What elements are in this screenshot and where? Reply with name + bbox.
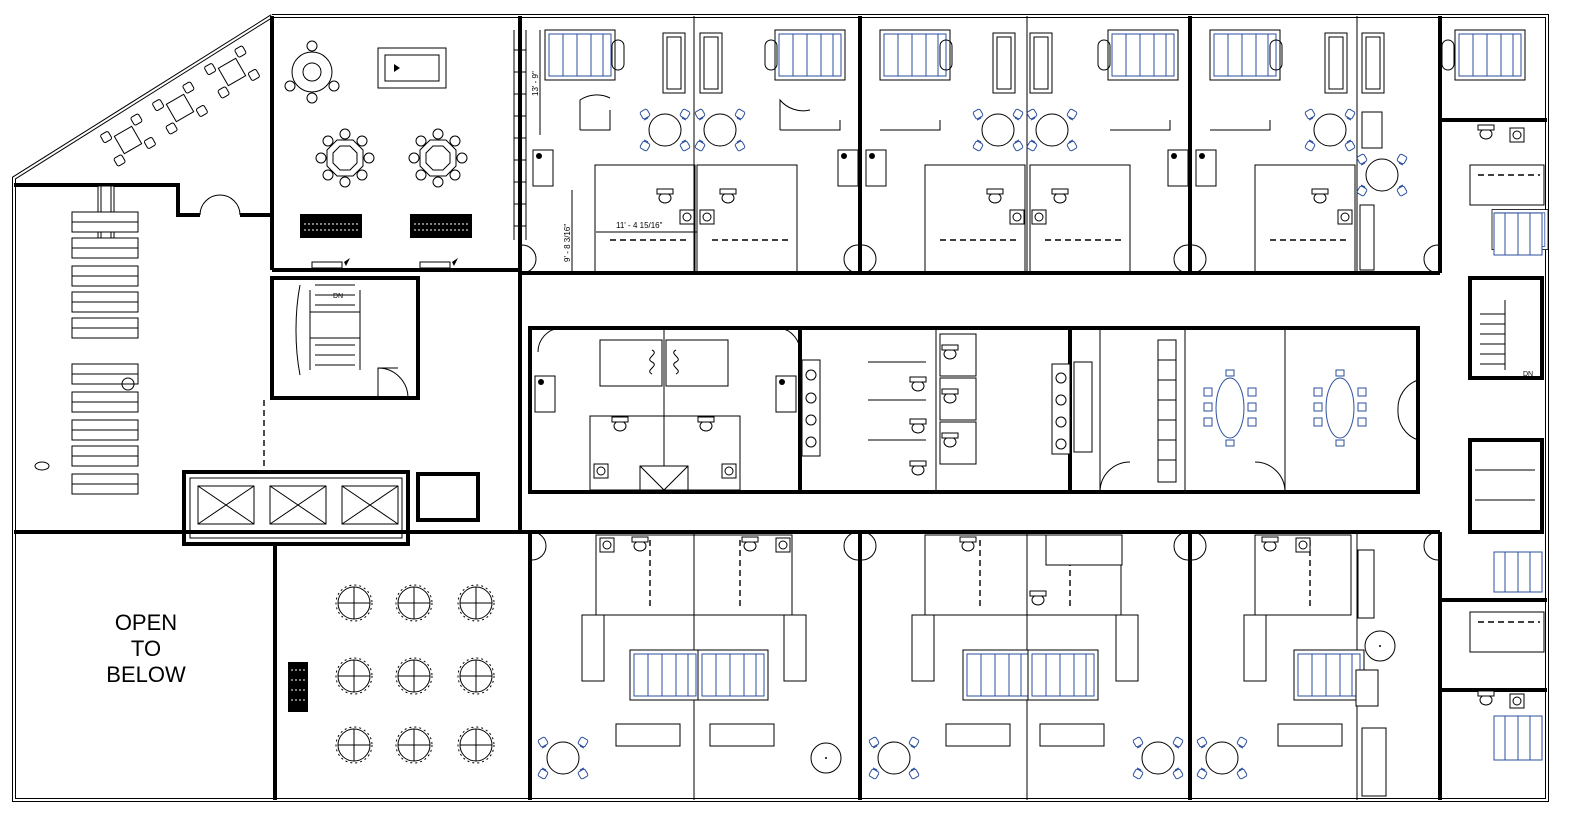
elevators bbox=[182, 470, 480, 546]
north-rooms bbox=[532, 16, 1526, 274]
open-to-below-line-3: BELOW bbox=[106, 662, 186, 687]
stair-east: DN bbox=[1468, 276, 1544, 534]
lobby-walls bbox=[14, 183, 520, 800]
east-suites bbox=[1440, 118, 1549, 761]
game-room-wall-rail bbox=[513, 30, 527, 240]
dimension-13-9: 13' - 9" bbox=[531, 71, 540, 96]
dining-tables bbox=[288, 584, 495, 764]
open-to-below-line-1: OPEN bbox=[115, 610, 177, 635]
lounge-seating bbox=[100, 45, 260, 167]
open-to-below-line-2: TO bbox=[131, 636, 161, 661]
corridor-doors bbox=[521, 244, 1439, 561]
south-rooms bbox=[528, 532, 1442, 800]
core-rooms bbox=[528, 326, 1420, 494]
game-room bbox=[272, 16, 522, 272]
dimension-9-8: 9' - 8 3/16" bbox=[563, 224, 572, 262]
stair-east-dn-label: DN bbox=[1523, 371, 1533, 378]
stair-west: DN bbox=[270, 276, 420, 400]
stair-west-dn-label: DN bbox=[333, 293, 343, 300]
exterior-walls bbox=[12, 14, 1549, 802]
dimension-11-4: 11' - 4 15/16" bbox=[616, 221, 663, 230]
dimension-annotations: 13' - 9" 11' - 4 15/16" 9' - 8 3/16" bbox=[531, 30, 697, 275]
lobby-benches bbox=[34, 185, 139, 495]
